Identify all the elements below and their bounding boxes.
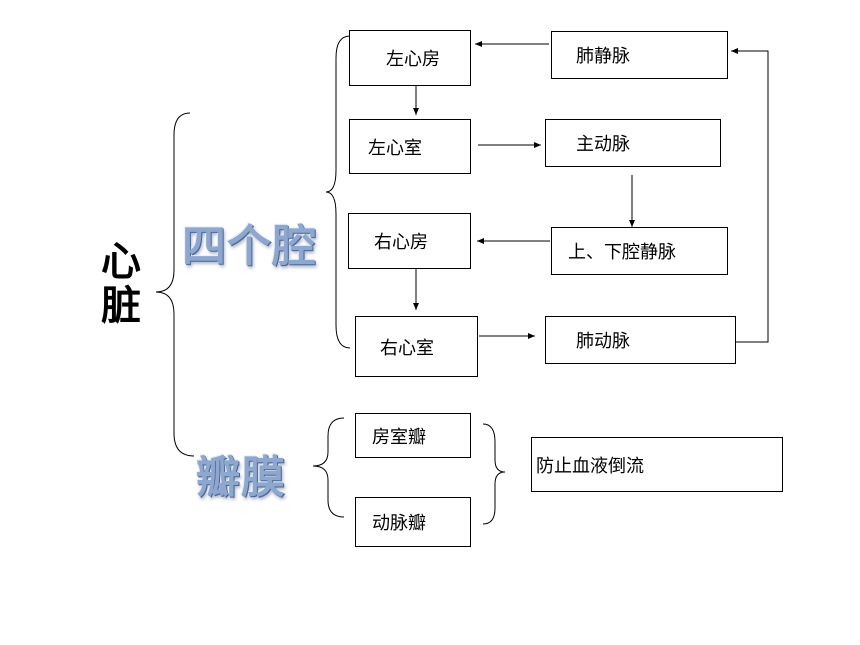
- valves-brace-left: [312, 417, 345, 518]
- heart-title: 心 脏: [96, 240, 146, 328]
- right-ventricle-box: 右心室: [355, 316, 478, 377]
- valve-function-box: 防止血液倒流: [531, 437, 783, 492]
- arrow-pulmonary-artery-to-pulmonary-vein: [731, 48, 769, 343]
- main-brace: [155, 112, 195, 457]
- valves-label: 瓣膜: [196, 452, 286, 503]
- left-atrium-box: 左心房: [349, 30, 471, 86]
- left-ventricle-box: 左心室: [349, 119, 471, 174]
- four-chambers-label: 四个腔: [182, 221, 317, 272]
- vena-cava-box: 上、下腔静脉: [551, 227, 728, 275]
- right-atrium-box: 右心房: [348, 213, 471, 269]
- heart-title-line2: 脏: [101, 282, 141, 329]
- chambers-brace: [325, 35, 351, 349]
- atrioventricular-valve-box: 房室瓣: [355, 413, 471, 458]
- aorta-box: 主动脉: [545, 119, 721, 167]
- pulmonary-artery-box: 肺动脉: [545, 316, 736, 364]
- arterial-valve-box: 动脉瓣: [355, 497, 471, 547]
- valves-brace-right: [482, 423, 506, 525]
- heart-title-line1: 心: [101, 238, 141, 285]
- pulmonary-vein-box: 肺静脉: [551, 31, 728, 79]
